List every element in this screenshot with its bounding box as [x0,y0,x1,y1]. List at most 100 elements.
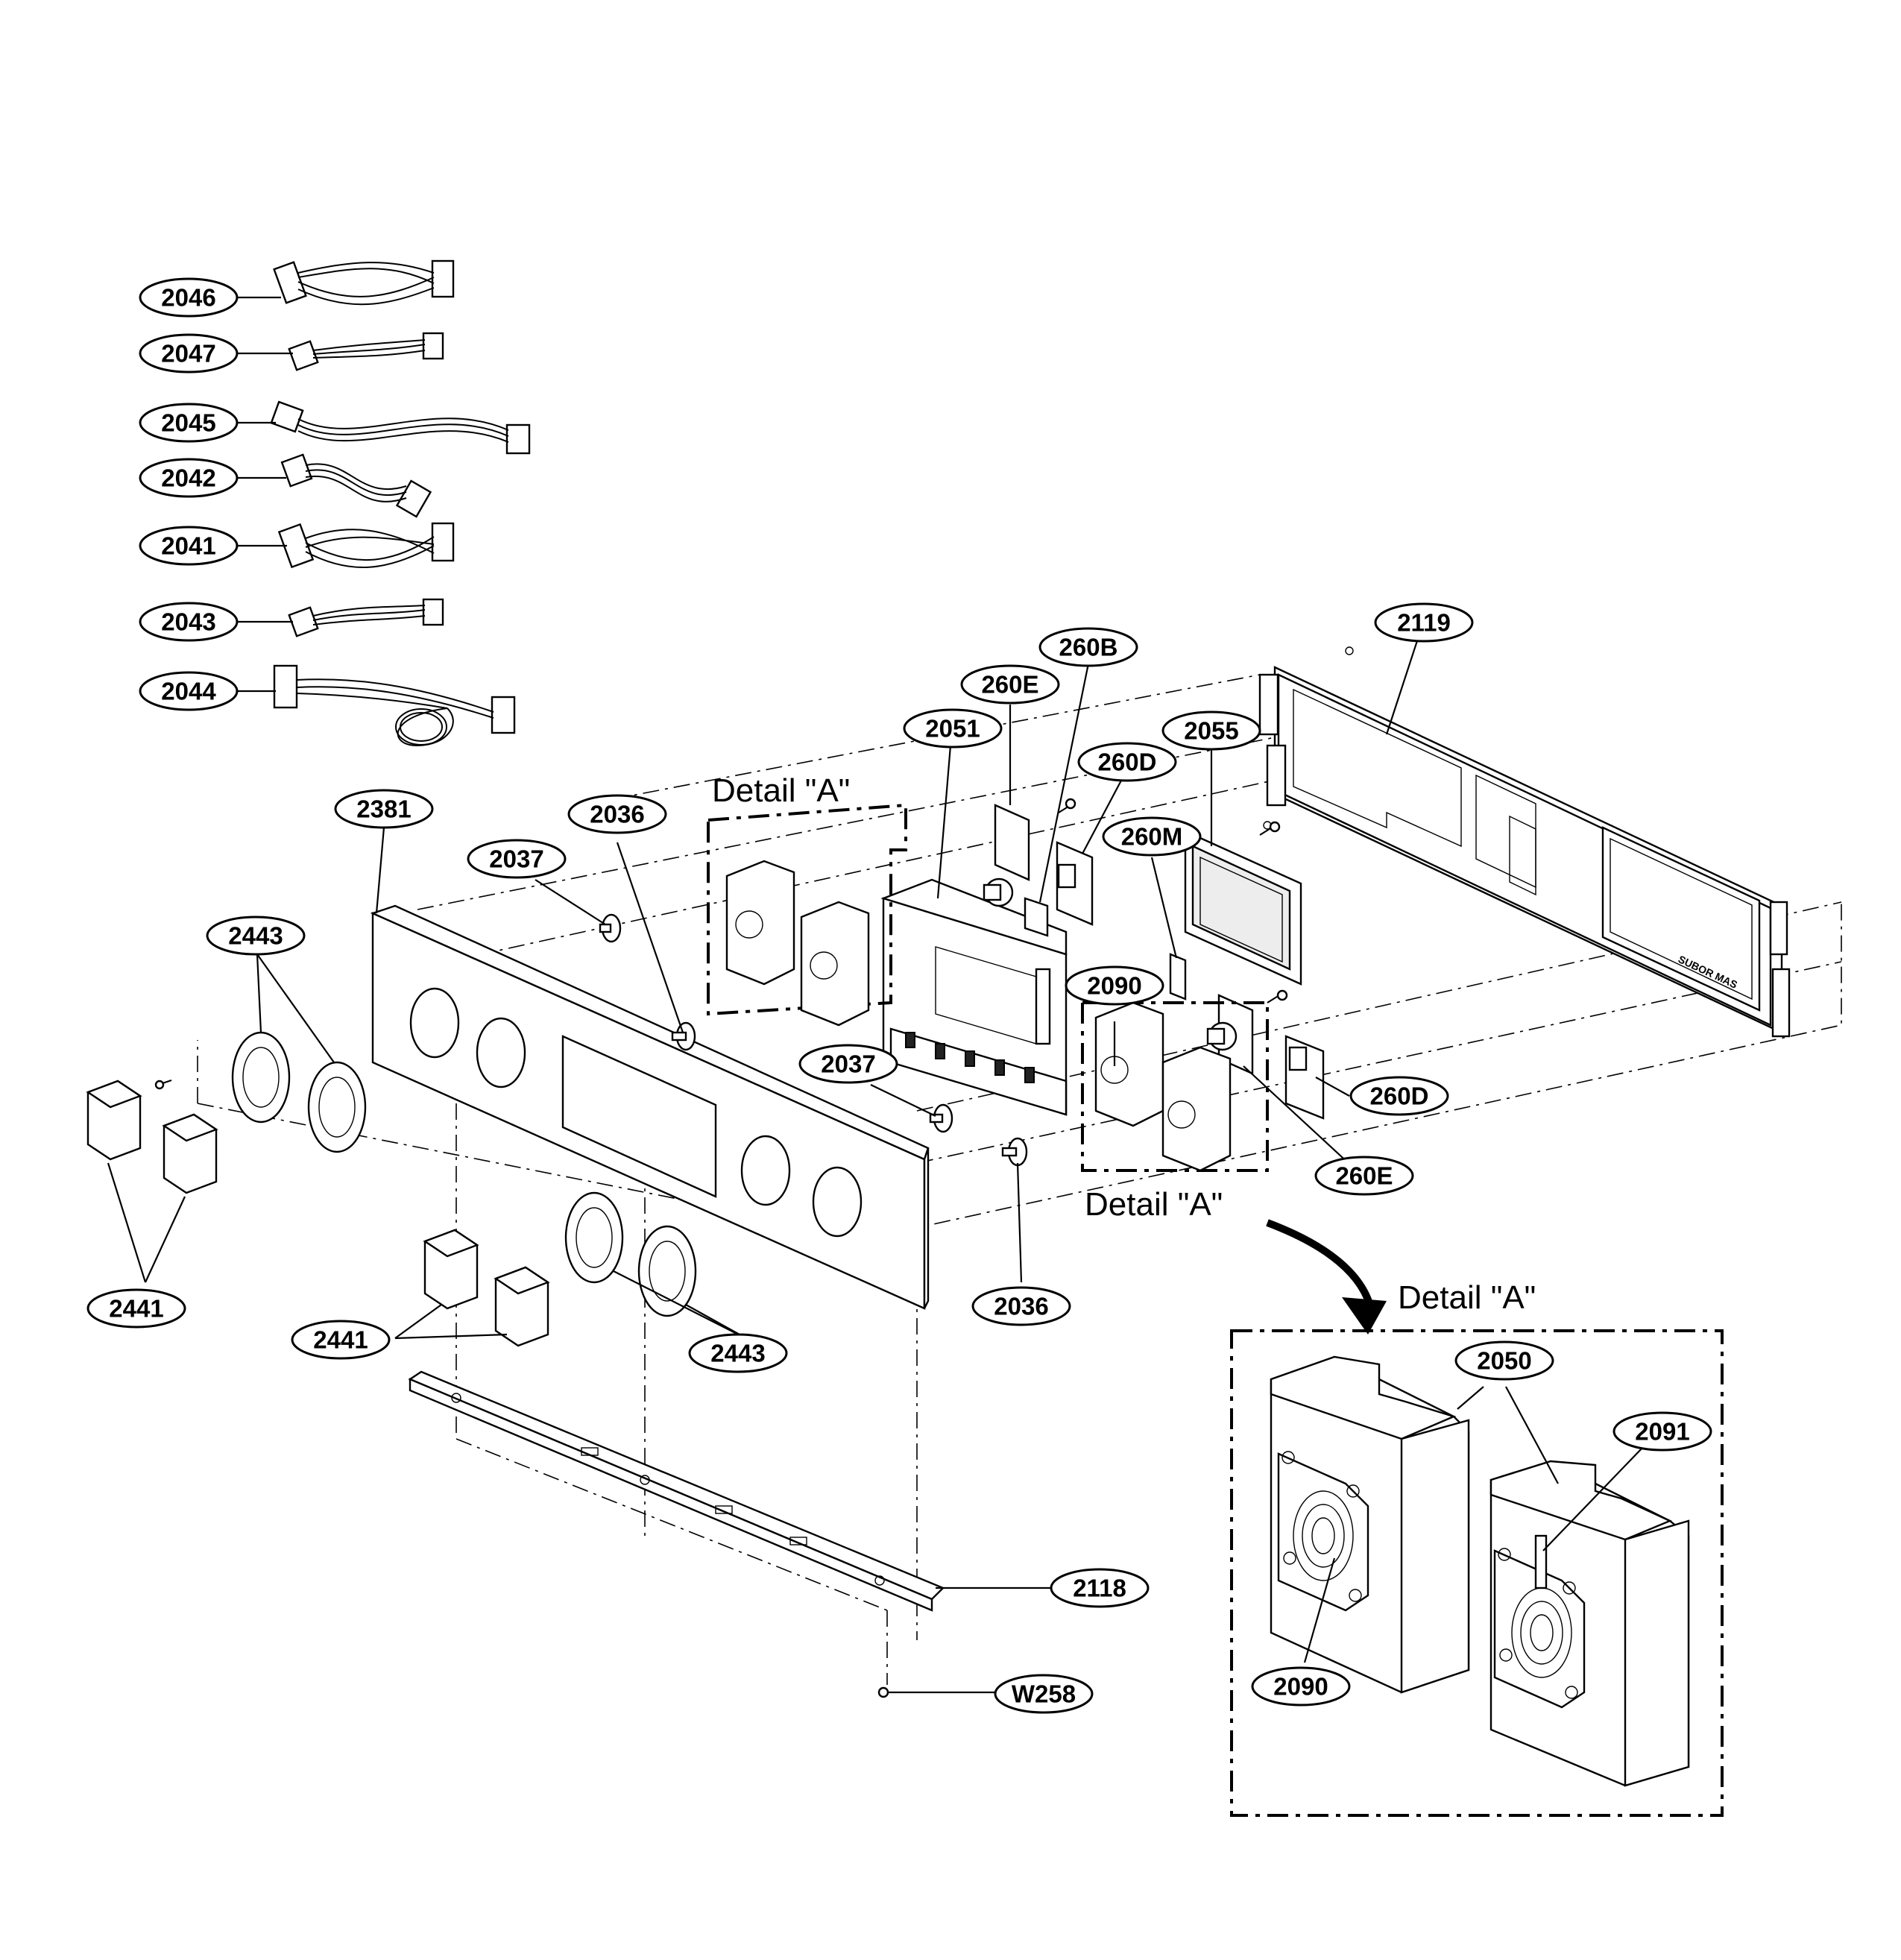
callout-2118: 2118 [1050,1568,1150,1608]
callout-260D-right: 260D [1349,1076,1449,1116]
wire-harness-2044 [273,664,516,747]
callout-2036-top: 2036 [567,794,667,834]
leader-2443-bottom-a [613,1270,754,1343]
callout-2441-left: 2441 [86,1288,186,1329]
svg-text:2443: 2443 [710,1340,765,1367]
svg-text:260E: 260E [981,671,1038,699]
svg-text:2118: 2118 [1073,1575,1126,1602]
leader-2050-a [1457,1386,1484,1410]
callout-2051: 2051 [903,708,1003,749]
wire-harness-2041 [277,522,455,569]
leader-260D-top [1082,778,1123,854]
detail-a-mid-box [1081,1001,1269,1172]
svg-text:260D: 260D [1370,1083,1429,1110]
wire-harness-2047 [288,332,444,371]
callout-2043: 2043 [139,602,239,642]
display-2055 [1184,830,1302,986]
callout-2443-left: 2443 [206,916,306,956]
callout-2443-bottom: 2443 [688,1333,788,1373]
svg-text:2443: 2443 [228,922,283,950]
wire-harness-2042 [280,453,432,518]
screw-W258 [877,1686,889,1698]
wire-harness-2045 [270,400,531,455]
knobs-2441-bottom [423,1229,550,1347]
svg-text:W258: W258 [1012,1680,1076,1708]
leader-2443-left-b [256,954,335,1063]
svg-text:2036: 2036 [994,1293,1048,1320]
callout-2045: 2045 [139,403,239,443]
svg-text:2045: 2045 [161,409,215,437]
control-board-260E-top [983,804,1030,907]
bezels-2443-left [231,1031,367,1153]
callout-2037-mid: 2037 [798,1044,898,1084]
svg-text:2043: 2043 [161,608,215,636]
detail-label-top: Detail "A" [712,772,850,809]
spacer-2037-top [599,913,622,943]
control-board-260E-right [1206,994,1254,1075]
leader-2441-left-b [145,1196,186,1283]
svg-text:2047: 2047 [161,340,215,368]
leader-2036-bottom [1016,1162,1023,1283]
svg-text:2042: 2042 [161,464,215,492]
detail-label-inset: Detail "A" [1398,1279,1536,1316]
svg-text:2381: 2381 [356,795,411,823]
leader-2037-mid [870,1084,936,1117]
leader-2090-detail [1303,1557,1336,1663]
svg-text:2441: 2441 [109,1295,163,1323]
svg-text:2051: 2051 [925,715,980,743]
svg-text:2036: 2036 [590,801,644,828]
svg-text:2037: 2037 [489,845,543,873]
callout-2381: 2381 [334,789,434,829]
svg-text:2041: 2041 [161,532,215,560]
clip-260M [1169,953,1187,1001]
detail-label-mid: Detail "A" [1085,1186,1223,1223]
callout-2119: 2119 [1374,602,1474,643]
svg-text:2119: 2119 [1397,609,1451,637]
svg-text:2441: 2441 [313,1326,368,1354]
svg-text:260B: 260B [1059,634,1118,661]
svg-text:2037: 2037 [821,1050,875,1078]
callout-2090-main: 2090 [1065,965,1164,1006]
svg-text:260M: 260M [1121,823,1183,851]
leader-2091 [1542,1446,1645,1551]
wire-harness-2043 [288,598,444,637]
svg-text:2055: 2055 [1184,717,1238,745]
bracket-2118 [408,1370,945,1612]
leader-2050-b [1505,1386,1559,1484]
spacer-2037-mid [929,1103,953,1133]
callout-2037-top: 2037 [467,839,567,879]
callout-2055: 2055 [1161,710,1261,751]
detail-a-top-box [707,803,907,1027]
callout-2091: 2091 [1612,1411,1712,1452]
svg-text:2044: 2044 [161,678,216,705]
detail-arrow [1266,1219,1375,1314]
control-board-260D-right [1284,1035,1325,1120]
callout-2041: 2041 [139,526,239,566]
callout-W258: W258 [994,1674,1094,1714]
svg-text:2090: 2090 [1087,972,1141,1000]
leader-2441-bottom-b [394,1333,508,1340]
leader-260M [1150,857,1178,959]
control-board-260D-top [1056,841,1094,926]
callout-2050: 2050 [1454,1340,1554,1381]
callout-260E-right: 260E [1314,1156,1414,1196]
callout-2042: 2042 [139,458,239,498]
leader-2051 [936,745,952,899]
leader-2443-left-a [256,954,262,1033]
callout-260E-top: 260E [960,664,1060,705]
board-260B [1024,897,1049,937]
detail-a-inset [1230,1329,1724,1817]
leader-260B [1038,663,1090,903]
leader-2441-left-a [107,1162,147,1283]
detail-arrow-head [1342,1297,1387,1334]
control-housing-2051 [880,878,1068,1116]
callout-260M: 260M [1102,816,1202,857]
back-panel-2119: SUBOR MAS [1258,646,1791,1038]
leader-260E-right [1243,1065,1361,1175]
leader-2381 [375,827,385,914]
svg-text:260D: 260D [1098,749,1157,776]
callout-2046: 2046 [139,277,239,318]
screws [154,798,1288,1090]
svg-text:2050: 2050 [1477,1347,1531,1375]
